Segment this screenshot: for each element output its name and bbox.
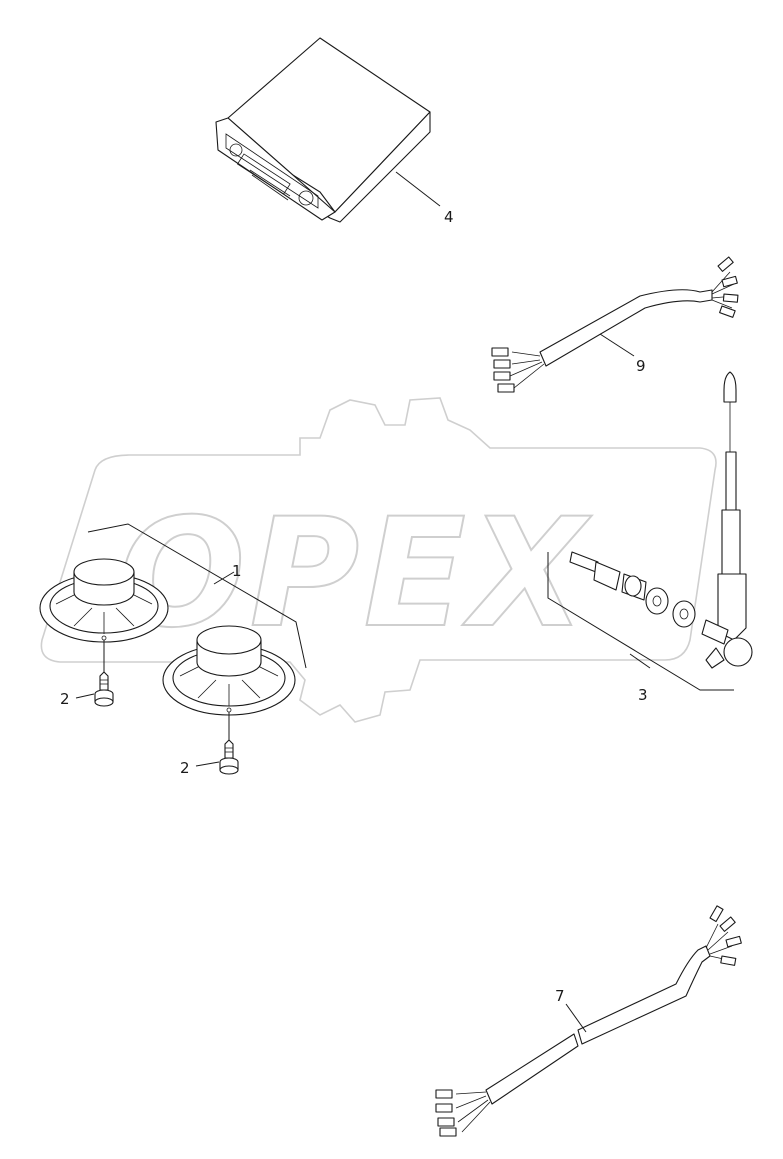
antenna-assembly bbox=[547, 371, 753, 691]
screw-left bbox=[75, 640, 114, 707]
label-radio: 4 bbox=[444, 208, 454, 226]
speaker-pair bbox=[39, 523, 307, 716]
screw-right bbox=[195, 712, 239, 775]
label-long-cable: 7 bbox=[555, 987, 565, 1005]
label-speakers: 1 bbox=[232, 562, 242, 580]
label-antenna: 3 bbox=[638, 686, 648, 704]
label-short-cable: 9 bbox=[636, 357, 646, 375]
opex-watermark: OPEX bbox=[40, 397, 717, 723]
radio-unit bbox=[215, 37, 441, 223]
short-cable bbox=[491, 256, 739, 393]
watermark-text: OPEX bbox=[118, 487, 592, 661]
label-screw-left: 2 bbox=[60, 690, 70, 708]
label-screw-right: 2 bbox=[180, 759, 190, 777]
long-cable bbox=[435, 905, 742, 1137]
